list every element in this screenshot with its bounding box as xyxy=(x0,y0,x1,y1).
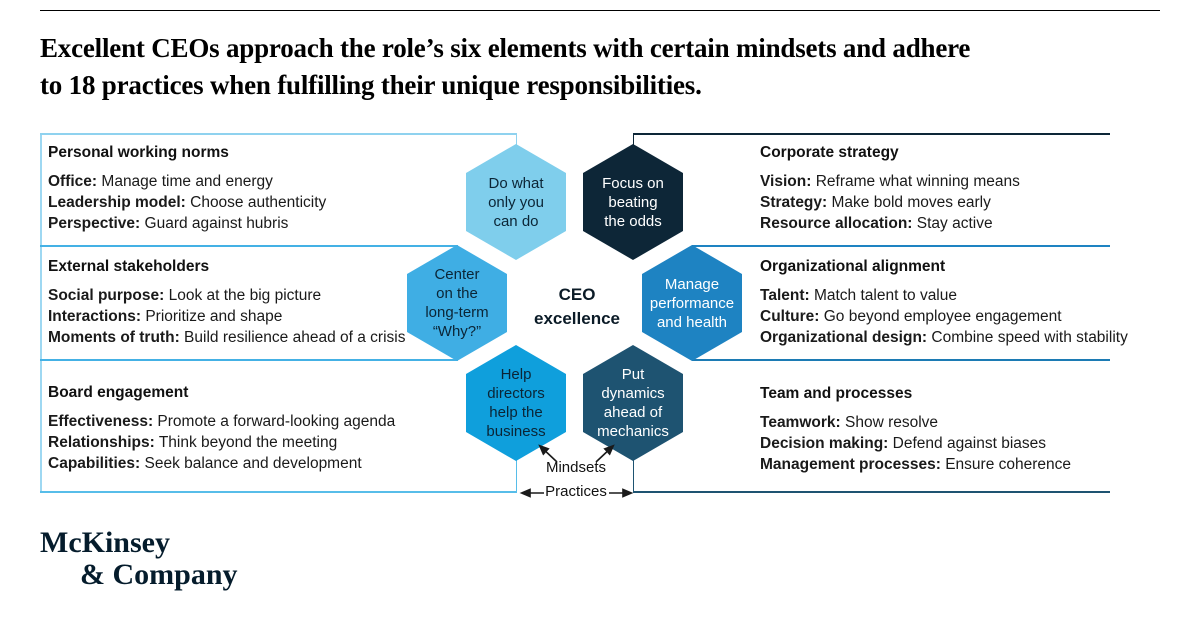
section-item: Office: Manage time and energy xyxy=(48,173,273,190)
section-item: Leadership model: Choose authenticity xyxy=(48,194,327,211)
hexagon-focus-on-beating-the-odds: Focus on beating the odds xyxy=(583,144,683,260)
section-board-engagement: Board engagement Effectiveness: Promote … xyxy=(48,383,438,474)
connector-corporate-strategy xyxy=(633,133,1110,135)
hexagon-help-directors-help-the-business: Help directors help the business xyxy=(466,345,566,461)
section-item: Decision making: Defend against biases xyxy=(760,435,1047,452)
connector-board-engagement xyxy=(40,359,458,361)
section-item: Perspective: Guard against hubris xyxy=(48,215,289,232)
logo-line2: & Company xyxy=(80,558,238,591)
connector-bottom-left-stub xyxy=(515,460,517,492)
hexagon-center-on-the-long-term-why: Center on the long-term “Why?” xyxy=(407,245,507,361)
section-item: Talent: Match talent to value xyxy=(760,287,957,304)
section-item: Moments of truth: Build resilience ahead… xyxy=(48,329,406,346)
section-organizational-alignment: Organizational alignment Talent: Match t… xyxy=(760,257,1160,348)
section-title: Organizational alignment xyxy=(760,258,946,275)
mindsets-label: Mindsets xyxy=(545,459,607,476)
practices-label: Practices xyxy=(545,483,607,500)
mindsets-practices-arrows-icon xyxy=(519,444,634,498)
connector-left-vertical xyxy=(40,134,42,492)
connector-organizational-alignment xyxy=(692,245,1110,247)
connector-bottom-right xyxy=(633,491,1110,493)
section-item: Teamwork: Show resolve xyxy=(760,414,939,431)
page-title-line1: Excellent CEOs approach the role’s six e… xyxy=(40,33,971,63)
hexagon-put-dynamics-ahead-of-mechanics: Put dynamics ahead of mechanics xyxy=(583,345,683,461)
section-item: Strategy: Make bold moves early xyxy=(760,194,991,211)
section-title: Personal working norms xyxy=(48,144,229,161)
connector-personal-working-norms-stub xyxy=(515,133,517,146)
page-title: Excellent CEOs approach the role’s six e… xyxy=(40,30,1140,104)
section-item: Management processes: Ensure coherence xyxy=(760,456,1072,473)
section-title: Team and processes xyxy=(760,385,913,402)
section-item: Resource allocation: Stay active xyxy=(760,215,993,232)
section-item: Interactions: Prioritize and shape xyxy=(48,308,283,325)
connector-team-and-processes xyxy=(692,359,1110,361)
connector-external-stakeholders xyxy=(40,245,458,247)
hexagon-manage-performance-and-health: Manage performance and health xyxy=(642,245,742,361)
section-team-and-processes: Team and processes Teamwork: Show resolv… xyxy=(760,384,1160,475)
section-item: Social purpose: Look at the big picture xyxy=(48,287,322,304)
connector-bottom-left xyxy=(40,491,517,493)
page-title-line2: to 18 practices when fulfilling their un… xyxy=(40,70,702,100)
connector-corporate-strategy-stub xyxy=(632,133,634,146)
connector-personal-working-norms xyxy=(40,133,517,135)
section-title: Corporate strategy xyxy=(760,144,899,161)
logo-line1: McKinsey xyxy=(40,526,170,559)
section-corporate-strategy: Corporate strategy Vision: Reframe what … xyxy=(760,143,1160,234)
section-title: Board engagement xyxy=(48,384,189,401)
section-item: Capabilities: Seek balance and developme… xyxy=(48,455,362,472)
mckinsey-logo: McKinsey & Company xyxy=(40,527,238,591)
section-item: Vision: Reframe what winning means xyxy=(760,173,1020,190)
section-title: External stakeholders xyxy=(48,258,210,275)
ceo-excellence-label: CEO excellence xyxy=(533,285,620,328)
section-item: Relationships: Think beyond the meeting xyxy=(48,434,338,451)
section-item: Organizational design: Combine speed wit… xyxy=(760,329,1128,346)
section-item: Culture: Go beyond employee engagement xyxy=(760,308,1062,325)
connector-bottom-right-stub xyxy=(632,460,634,492)
section-personal-working-norms: Personal working norms Office: Manage ti… xyxy=(48,143,438,234)
section-item: Effectiveness: Promote a forward-looking… xyxy=(48,413,396,430)
section-external-stakeholders: External stakeholders Social purpose: Lo… xyxy=(48,257,438,348)
top-rule xyxy=(40,10,1160,11)
hexagon-do-what-only-you-can-do: Do what only you can do xyxy=(466,144,566,260)
